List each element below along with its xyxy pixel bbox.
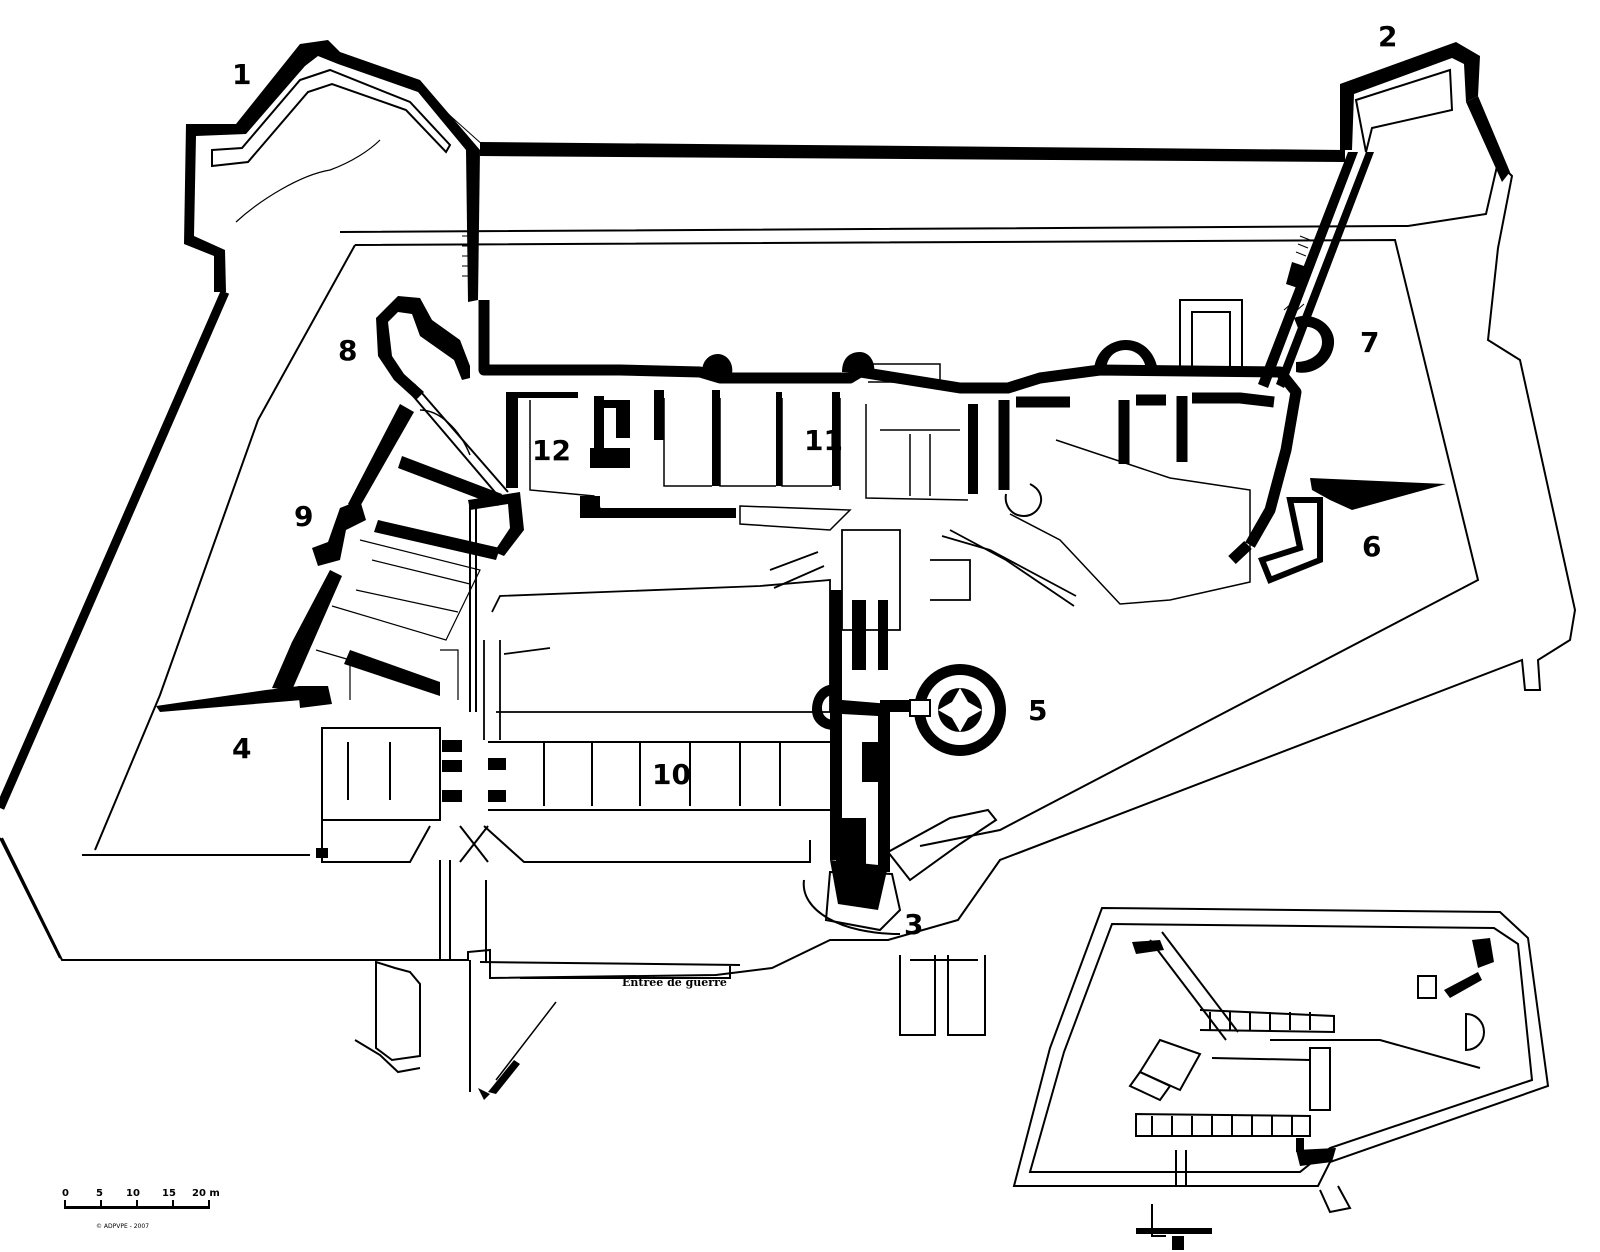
east-courtyard-outline	[1009, 439, 1251, 605]
north-arrow	[478, 1001, 557, 1100]
label-10: 10	[652, 758, 691, 791]
label-1: 1	[232, 58, 251, 91]
north-curtain-wall	[480, 142, 1345, 162]
label-2: 2	[1378, 20, 1397, 53]
tower-6-bastion	[1310, 478, 1446, 510]
scale-tick-10: 10	[126, 1188, 140, 1199]
west-bastion-walls	[156, 296, 524, 712]
inset-black-walls	[1132, 938, 1494, 1250]
label-8: 8	[338, 334, 357, 367]
tower-2-bastion	[1340, 42, 1480, 150]
scale-tick-15: 15	[162, 1188, 176, 1199]
room-number-labels: 1 2 3 4 5 6 7 8 9 10 11 12 Entrée de gue…	[232, 20, 1397, 989]
scale-tick-0: 0	[62, 1188, 69, 1199]
stair-hatches	[439, 111, 1311, 319]
tower-1-inner-rooms	[211, 68, 452, 168]
east-court-blocks	[836, 600, 888, 864]
label-4: 4	[232, 732, 251, 765]
gate-label: Entrée de guerre	[622, 976, 727, 989]
tower-1-bastion	[184, 40, 480, 302]
north-range-walls	[506, 390, 978, 518]
north-towers	[702, 315, 1335, 374]
label-6: 6	[1362, 530, 1381, 563]
label-3: 3	[904, 908, 923, 941]
north-range-rooms	[529, 363, 969, 531]
scale-tick-5: 5	[96, 1188, 103, 1199]
scale-bar: 0 5 10 15 20 m © ADPVPE - 2007	[62, 1188, 220, 1230]
south-range-blocks	[316, 740, 506, 858]
label-12: 12	[532, 434, 571, 467]
tower-5-round-keep	[880, 664, 1006, 756]
west-bastion-rooms	[315, 539, 481, 700]
outer-rampart-wall	[0, 290, 230, 810]
label-7: 7	[1360, 326, 1379, 359]
north-oriel	[1179, 299, 1243, 368]
copyright-credit: © ADPVPE - 2007	[96, 1223, 149, 1230]
label-9: 9	[294, 500, 313, 533]
tower-3-bastion	[802, 808, 998, 935]
label-11: 11	[804, 424, 843, 457]
label-5: 5	[1028, 694, 1047, 727]
main-enceinte-walls	[478, 300, 1302, 565]
scale-tick-20m: 20 m	[192, 1188, 220, 1199]
south-range	[321, 727, 830, 863]
outer-moat-outline	[0, 160, 1577, 1092]
